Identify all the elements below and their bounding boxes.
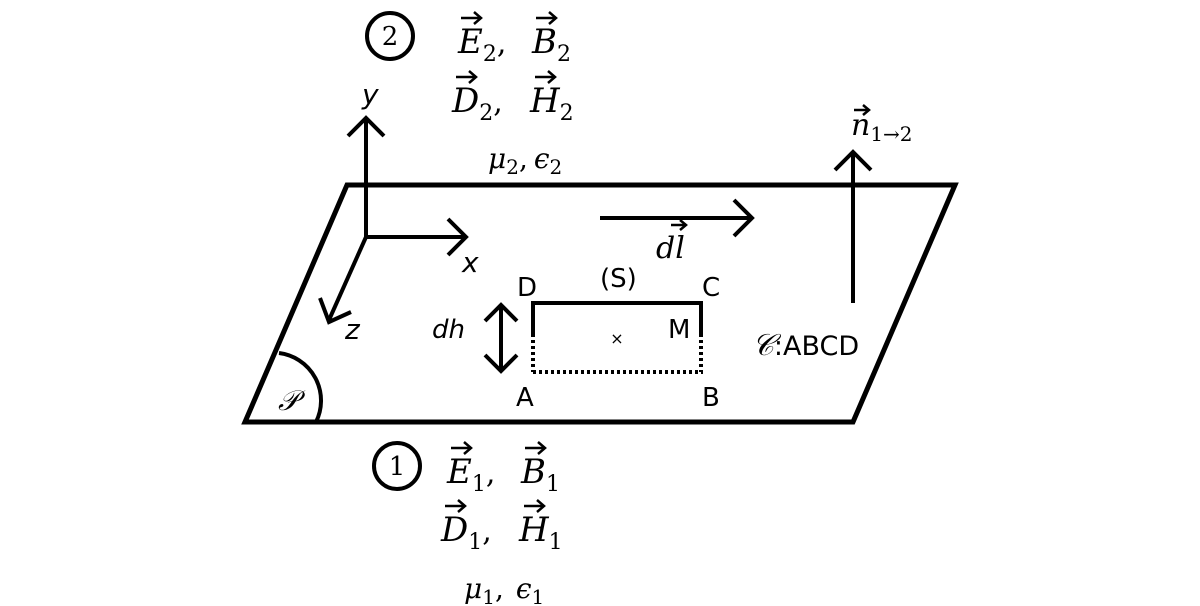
separator: ,: [486, 456, 496, 491]
subscript: 1: [472, 472, 486, 497]
separator: ,: [482, 514, 492, 549]
medium-1-block: 1 E1, B1 D1, H1 μ1,ϵ1: [372, 441, 563, 606]
props-1: μ1,ϵ1: [464, 572, 544, 606]
normal-vector: n1→2: [833, 104, 913, 303]
medium-1-circle: [372, 441, 422, 491]
dh-arrowhead-top: [483, 302, 519, 323]
point-A-label: A: [516, 383, 534, 413]
dl-vector: dl: [600, 198, 755, 266]
vec-B2-tip: [548, 11, 558, 25]
dl-label: dl: [656, 231, 685, 266]
contour-abcd: D C A B M (S) × dh 𝒞:ABCD: [432, 264, 859, 413]
subscript: 2: [557, 42, 571, 67]
vec-D1-tip: [457, 499, 467, 513]
surface-center-mark: ×: [610, 329, 623, 348]
plane-angle-arc: [278, 351, 324, 423]
x-axis-label: x: [461, 246, 479, 279]
interface-plane: [241, 182, 959, 425]
vec-E1-tip: [463, 441, 473, 455]
dh-arrowhead-bottom: [483, 353, 519, 374]
point-B-label: B: [702, 383, 720, 413]
separator: ,: [497, 26, 507, 61]
separator: ,: [493, 85, 503, 120]
field-H2: H2: [529, 81, 574, 126]
z-axis: [327, 236, 368, 321]
vec-n-tip: [862, 104, 871, 116]
point-C-label: C: [702, 273, 720, 303]
z-axis-label: z: [344, 313, 361, 346]
vec-dl-tip: [679, 219, 688, 231]
surface-label: (S): [600, 264, 637, 294]
subscript: 1: [549, 530, 563, 555]
dl-arrowhead: [732, 198, 755, 238]
dh-label: dh: [432, 315, 465, 345]
curve-label: 𝒞:ABCD: [752, 328, 859, 363]
field-E2: E2,: [457, 22, 506, 67]
vec-D2-tip: [468, 70, 478, 84]
subscript: 1: [468, 530, 482, 555]
point-D-label: D: [517, 273, 537, 303]
subscript: 1: [546, 472, 560, 497]
subscript: 2: [479, 101, 493, 126]
field-H1: H1: [518, 510, 563, 555]
vec-H1-tip: [536, 499, 546, 513]
field-D2: D2,: [451, 81, 503, 126]
y-axis-label: y: [361, 78, 379, 111]
medium-2-circle: [365, 11, 415, 61]
normal-arrowhead: [833, 149, 873, 172]
point-M-label: M: [668, 315, 690, 345]
normal-label: n1→2: [851, 108, 913, 146]
plane-label: 𝒫: [278, 384, 306, 417]
z-axis-arrowhead: [318, 297, 352, 325]
medium-2-number: 2: [382, 22, 399, 52]
medium-2-block: 2 E2, B2 D2, H2 μ2,ϵ2: [365, 11, 574, 179]
medium-1-number: 1: [389, 452, 406, 482]
y-axis-arrowhead: [346, 115, 386, 138]
props-2: μ2,ϵ2: [488, 142, 562, 179]
subscript: 2: [483, 42, 497, 67]
coordinate-axes: y x z: [318, 78, 479, 346]
vec-H2-tip: [547, 70, 557, 84]
subscript: 2: [560, 101, 574, 126]
field-E1: E1,: [446, 452, 495, 497]
vec-E2-tip: [473, 11, 483, 25]
field-B2: B2: [531, 22, 571, 67]
x-axis-arrowhead: [446, 217, 469, 257]
field-D1: D1,: [440, 510, 492, 555]
field-B1: B1: [520, 452, 560, 497]
vec-B1-tip: [537, 441, 547, 455]
